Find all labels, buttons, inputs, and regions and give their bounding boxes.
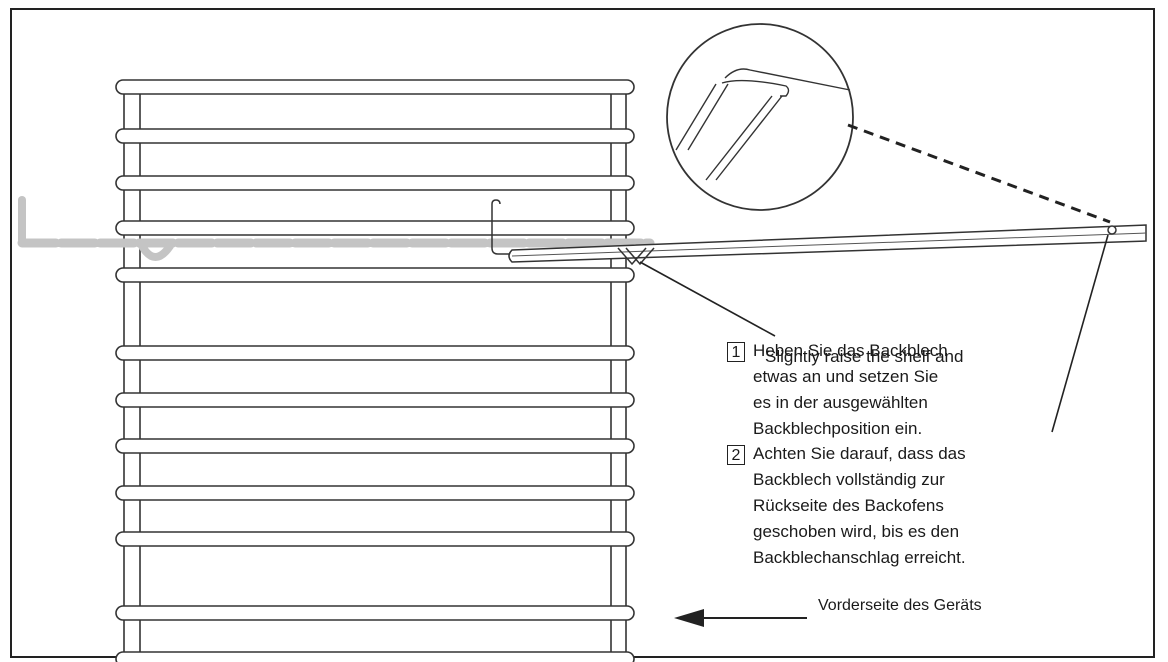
shelf-rungs bbox=[115, 79, 635, 662]
step-2-number: 2 bbox=[727, 445, 745, 465]
step-1-text: Heben Sie das Backblech etwas an und set… bbox=[753, 341, 948, 438]
step-1-overlay-text: Slightly raise the shelf and bbox=[765, 347, 964, 366]
front-of-appliance-label: Vorderseite des Geräts bbox=[818, 597, 982, 614]
shelf-ghost-position bbox=[17, 196, 655, 261]
detail-magnifier bbox=[666, 23, 854, 211]
step-1-number: 1 bbox=[727, 342, 745, 362]
shelf-being-inserted bbox=[491, 199, 1147, 266]
front-arrow bbox=[674, 609, 807, 627]
leader-lines bbox=[639, 123, 1111, 433]
step-2-text: Achten Sie darauf, dass das Backblech vo… bbox=[753, 444, 966, 567]
